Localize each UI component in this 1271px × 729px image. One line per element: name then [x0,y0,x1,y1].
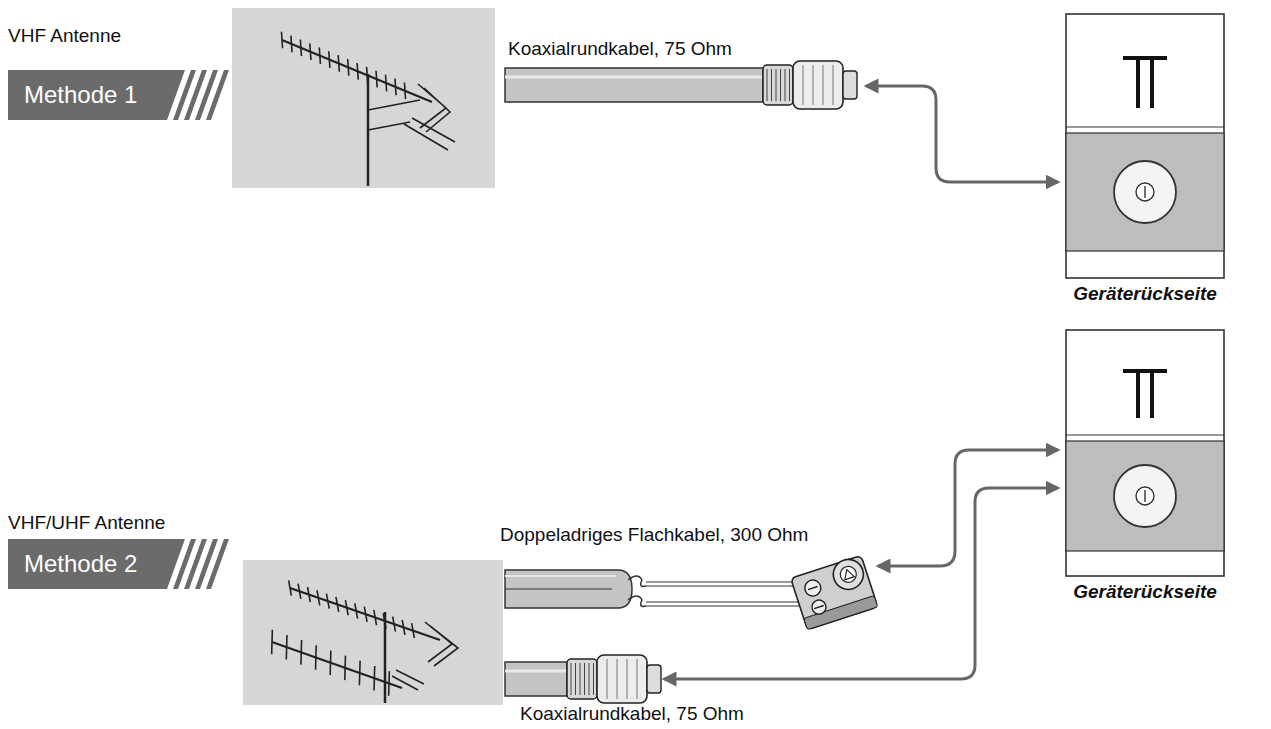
rear-panel-drawing [1060,328,1230,578]
method-title: Methode 2 [8,539,137,589]
antenna-picture [243,560,503,705]
antenna-type: VHF/UHF Antenne [8,511,235,535]
method-banner: VHF/UHF AntenneMethode 2 [8,511,235,589]
banner-band: Methode 2 [8,539,235,589]
antenna-picture [232,8,495,188]
device-rear-panel: Geräterückseite [1060,12,1230,306]
coax-cable [505,662,567,696]
rear-panel-drawing [1060,12,1230,280]
connection-arrow [664,86,1058,679]
balun-adapter [790,555,877,630]
coax-plug [763,61,857,109]
cable-label: Koaxialrundkabel, 75 Ohm [520,703,744,725]
cable-label: Koaxialrundkabel, 75 Ohm [508,38,732,60]
cable-label: Doppeladriges Flachkabel, 300 Ohm [500,524,808,546]
method-banner: VHF AntenneMethode 1 [8,24,235,120]
coax-plug [567,655,661,703]
antenna-drawing [272,32,458,703]
banner-band: Methode 1 [8,70,235,120]
method-title: Methode 1 [8,70,137,120]
device-rear-panel: Geräterückseite [1060,328,1230,604]
flat-cable [505,570,803,608]
panel-caption: Geräterückseite [1060,580,1230,604]
panel-caption: Geräterückseite [1060,282,1230,306]
antenna-type: VHF Antenne [8,24,235,48]
coax-cable [505,68,763,102]
